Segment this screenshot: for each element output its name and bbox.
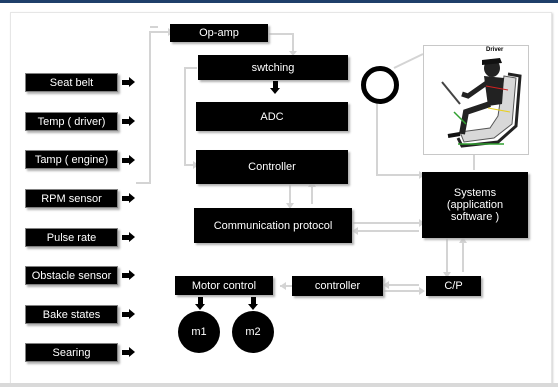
block-label: Motor control [191,279,257,292]
sensor-label: Bake states [42,308,101,321]
driver-label: Driver [486,47,504,53]
sensor-label: Obstacle sensor [31,269,112,282]
motor-label: m1 [191,326,207,338]
block-cp: C/P [426,276,481,296]
block-switching: swtching [198,55,348,80]
sensor-pulse-rate: Pulse rate [25,228,118,247]
sensor-temp-engine: Tamp ( engine) [25,150,118,169]
block-controller: Controller [196,150,348,184]
sensor-brake-states: Bake states [25,305,118,324]
block-opamp: Op-amp [170,24,268,42]
block-systems: Systems (application software ) [422,172,528,238]
sensor-to-opamp-line [136,31,168,184]
block-label: Communication protocol [213,219,333,232]
opamp-to-switching-line [268,33,294,51]
driver-seated-icon [441,58,522,148]
block-label: Op-amp [199,27,239,39]
sensor-label: RPM sensor [41,192,102,205]
sensor-seat-belt: Seat belt [25,73,118,92]
block-label: ADC [260,110,284,123]
block-adc: ADC [196,102,348,131]
block-label: controller [314,280,361,292]
motor-m1: m1 [178,311,220,353]
block-communication-protocol: Communication protocol [194,208,352,243]
bottom-bar [0,383,558,387]
sensor-label: Temp ( driver) [37,115,106,128]
sensor-label: Searing [52,346,91,359]
sensor-label: Pulse rate [46,231,97,244]
block-motor-control: Motor control [175,276,273,295]
steering-wheel-icon [361,66,399,104]
block-label: C/P [444,280,463,292]
top-accent-line [0,0,558,3]
sensor-rpm: RPM sensor [25,189,118,208]
block-controller-2: controller [292,276,383,296]
block-label: Systems (application software ) [446,187,504,223]
wheel-to-driver-line [393,53,424,69]
block-label: swtching [251,61,295,74]
sensor-steering: Searing [25,343,118,362]
sensor-temp-driver: Temp ( driver) [25,112,118,131]
sensor-label: Seat belt [49,76,94,89]
sensor-obstacle: Obstacle sensor [25,266,118,285]
block-label: Controller [248,161,296,173]
sensor-label: Tamp ( engine) [34,153,109,166]
motor-m2: m2 [232,311,274,353]
driver-illustration [423,45,529,155]
motor-label: m2 [245,326,261,338]
wheel-to-systems-line [376,100,419,176]
